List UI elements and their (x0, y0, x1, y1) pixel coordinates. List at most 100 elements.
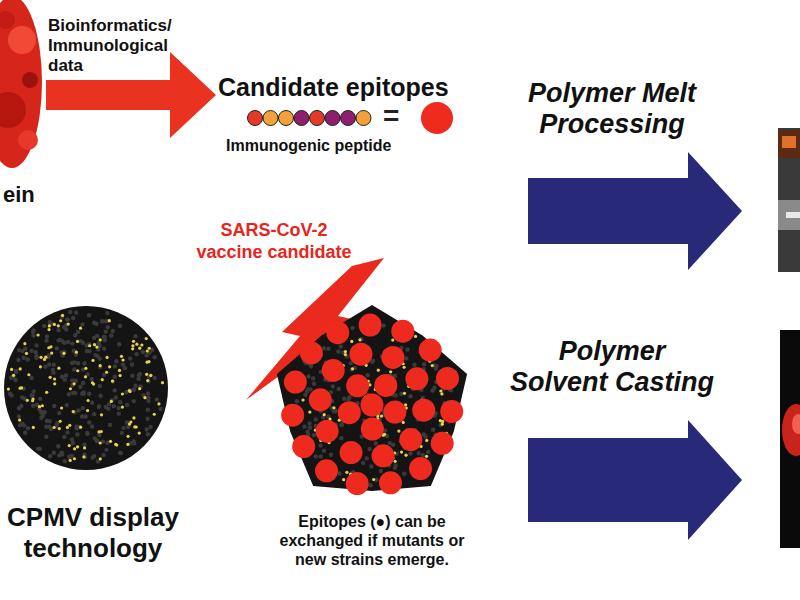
surface-dot (90, 424, 94, 428)
surface-dot (431, 364, 434, 367)
surface-dot (350, 367, 354, 371)
surface-dot (368, 483, 372, 487)
surface-dot (404, 356, 408, 360)
surface-dot (125, 403, 129, 407)
surface-texture (295, 323, 454, 487)
surface-dot (121, 362, 125, 366)
surface-dot (21, 356, 25, 360)
surface-dot (106, 407, 110, 411)
surface-dot (371, 359, 375, 363)
surface-dot (422, 432, 426, 436)
surface-dot (149, 374, 152, 377)
surface-dot (44, 434, 48, 438)
surface-dot (92, 454, 96, 458)
surface-dot (305, 389, 309, 393)
surface-dot (26, 399, 29, 402)
surface-dot (91, 359, 94, 362)
surface-dot (65, 403, 69, 407)
surface-dot (331, 409, 335, 413)
epitope-dot (381, 346, 404, 369)
surface-dot (120, 355, 123, 358)
surface-dot (59, 420, 62, 423)
surface-dot (72, 410, 75, 413)
surface-dot (308, 426, 312, 430)
surface-dot (301, 398, 304, 401)
epitope-dot (431, 432, 454, 455)
surface-dot (134, 352, 138, 356)
protein-lobe (0, 11, 15, 29)
surface-dot (146, 432, 150, 436)
surface-dot (311, 376, 315, 380)
surface-dot (88, 344, 91, 347)
surface-dot (342, 478, 345, 481)
epitope-heading: Candidate epitopes (218, 72, 468, 102)
surface-dot (79, 327, 82, 330)
surface-dot (97, 341, 101, 345)
epitope-dot (419, 339, 442, 362)
surface-dot (331, 384, 335, 388)
exchange-note: Epitopes (●) can be exchanged if mutants… (262, 512, 482, 570)
epitope-dot (322, 359, 345, 382)
surface-dot (146, 379, 149, 382)
surface-dot (402, 421, 405, 424)
surface-dot (351, 367, 354, 370)
epitope-dot (440, 400, 463, 423)
surface-dot (62, 352, 65, 355)
surface-dot (431, 427, 435, 431)
surface-dot (118, 451, 122, 455)
surface-dot (336, 349, 340, 353)
surface-dot (85, 432, 89, 436)
surface-dot (64, 373, 68, 377)
surface-dot (346, 397, 350, 401)
epitope-symbol (421, 102, 453, 134)
epitope-dot (349, 343, 372, 366)
surface-dot (146, 349, 149, 352)
surface-dot (38, 447, 42, 451)
surface-dot (50, 352, 53, 355)
protein-lobe (18, 130, 38, 150)
surface-dot (108, 423, 112, 427)
cpmv-node: CPMV display technology (2, 296, 184, 564)
surface-dot (344, 350, 347, 353)
surface-dot (119, 374, 122, 377)
protein-image (0, 0, 42, 168)
photo-frame (778, 128, 800, 272)
surface-dot (34, 343, 38, 347)
vaccine-label: SARS-CoV-2 vaccine candidate (195, 220, 353, 263)
surface-dot (38, 397, 42, 401)
surface-dot (83, 446, 86, 449)
surface-dot (148, 425, 152, 429)
peptide-bead (356, 111, 371, 126)
surface-dot (359, 337, 363, 341)
surface-dot (25, 352, 28, 355)
surface-dot (126, 443, 129, 446)
surface-dot (145, 373, 148, 376)
surface-dot (132, 416, 135, 419)
surface-dot (322, 449, 326, 453)
epitope-dot (316, 420, 339, 443)
surface-dot (62, 350, 66, 354)
surface-dot (129, 420, 132, 423)
surface-dot (114, 359, 118, 363)
surface-texture (8, 310, 163, 464)
peptide-bead (279, 111, 294, 126)
surface-dot (65, 317, 69, 321)
surface-dot (138, 387, 141, 390)
surface-dot (308, 410, 311, 413)
epitope-dot (374, 374, 397, 397)
process-label: Polymer Melt Processing (508, 78, 716, 140)
surface-dot (108, 319, 111, 322)
surface-dot (84, 375, 87, 378)
surface-dot (161, 381, 164, 384)
surface-dot (76, 369, 79, 372)
surface-dot (86, 399, 89, 402)
surface-dot (76, 408, 80, 412)
surface-dot (110, 398, 114, 402)
surface-texture (7, 314, 164, 462)
surface-dot (115, 443, 118, 446)
surface-dot (104, 448, 108, 452)
peptide-chain (248, 111, 372, 126)
epitope-dot (346, 472, 369, 495)
surface-dot (32, 426, 35, 429)
